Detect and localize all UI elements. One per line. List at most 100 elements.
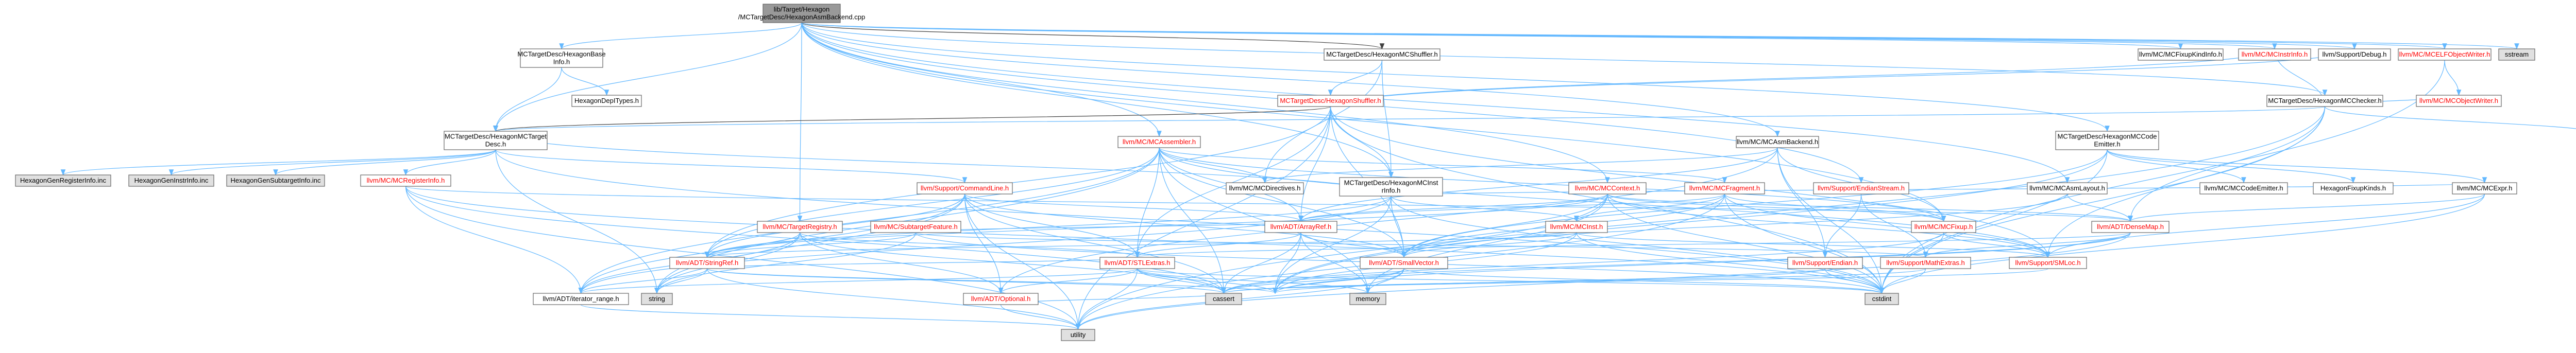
edge-hexagon-asm-backend-to-hexagon-mcshuffler	[801, 22, 1384, 50]
edge-hexagon-asm-backend-to-mcinstr-info	[801, 22, 2277, 50]
node-iterator-range[interactable]: llvm/ADT/iterator_range.h	[533, 293, 629, 305]
node-label: llvm/MC/MCELFObjectWriter.h	[2399, 50, 2490, 58]
edge-dense-map-to-cassert	[1221, 232, 2131, 294]
node-elfobject-writer[interactable]: llvm/MC/MCELFObjectWriter.h	[2398, 48, 2492, 61]
node-dense-map[interactable]: llvm/ADT/DenseMap.h	[2091, 221, 2170, 233]
edge-optional-to-utility	[1000, 304, 1081, 330]
node-label: llvm/ADT/Optional.h	[971, 295, 1031, 303]
edge-command-line-to-cassert	[964, 193, 1226, 294]
node-label: sstream	[2505, 50, 2529, 58]
edge-mcasm-backend-to-mcdirectives	[1262, 147, 1778, 184]
node-mcasm-backend[interactable]: llvm/MC/MCAsmBackend.h	[1736, 136, 1819, 148]
edge-stlextras-to-cstdint	[1137, 268, 1884, 294]
node-array-ref[interactable]: llvm/ADT/ArrayRef.h	[1264, 221, 1337, 233]
node-hexagon-fixup-kinds[interactable]: HexagonFixupKinds.h	[2313, 182, 2394, 195]
edge-hexagon-asm-backend-to-mcfixup	[801, 22, 1946, 222]
node-hexagon-shuffler[interactable]: MCTargetDesc/HexagonShuffler.h	[1277, 95, 1384, 107]
edge-string-ref-to-string	[654, 268, 708, 294]
edge-mcassembler-to-mcdirectives	[1159, 147, 1267, 184]
edge-dense-map-to-utility	[1075, 232, 2131, 330]
node-box	[757, 221, 843, 233]
node-hexagon-mcchecker[interactable]: MCTargetDesc/HexagonMCChecker.h	[2266, 95, 2383, 107]
node-mcexpr[interactable]: llvm/MC/MCExpr.h	[2452, 182, 2517, 195]
edge-hexagon-asm-backend-to-hexagon-base-info	[559, 22, 802, 50]
node-label: llvm/ADT/SmallVector.h	[1369, 259, 1439, 267]
node-hexagon-dep-itypes[interactable]: HexagonDepITypes.h	[571, 95, 642, 107]
node-label: llvm/ADT/ArrayRef.h	[1270, 223, 1331, 231]
edge-mcassembler-to-memory	[1159, 147, 1370, 294]
node-box	[444, 131, 548, 150]
node-optional[interactable]: llvm/ADT/Optional.h	[963, 293, 1039, 305]
node-math-extras[interactable]: llvm/Support/MathExtras.h	[1880, 257, 1971, 269]
node-mcobject-writer[interactable]: llvm/MC/MCObjectWriter.h	[2416, 95, 2502, 107]
node-mcinstr-info[interactable]: llvm/MC/MCInstrInfo.h	[2238, 48, 2311, 61]
node-box	[1061, 329, 1095, 341]
edge-mctarget-registry-to-stlextras	[799, 232, 1140, 258]
edge-command-line-to-stlextras	[964, 193, 1140, 258]
edge-mcasm-backend-to-array-ref	[1298, 147, 1778, 222]
node-mcregister-info[interactable]: llvm/MC/MCRegisterInfo.h	[360, 174, 451, 187]
node-label: llvm/MC/MCAsmLayout.h	[2029, 184, 2105, 192]
node-label: llvm/Support/Debug.h	[2322, 50, 2386, 58]
node-mcdirectives[interactable]: llvm/MC/MCDirectives.h	[1226, 182, 1304, 195]
node-command-line[interactable]: llvm/Support/CommandLine.h	[917, 182, 1013, 195]
edge-dense-map-to-math-extras	[1923, 232, 2131, 258]
node-stlextras[interactable]: llvm/ADT/STLExtras.h	[1099, 257, 1175, 269]
node-mcfixup[interactable]: llvm/MC/MCFixup.h	[1911, 221, 1976, 233]
edge-hexagon-asm-backend-to-mccontext	[801, 22, 1610, 184]
node-mccode-emitter[interactable]: llvm/MC/MCCodeEmitter.h	[2199, 182, 2288, 195]
edge-hexagon-mctarget-desc-to-hexagon-gen-instr-info	[168, 149, 496, 176]
edge-mcassembler-to-string	[654, 147, 1160, 294]
edge-mcexpr-to-dense-map	[2128, 193, 2485, 222]
node-mcinst[interactable]: llvm/MC/MCInst.h	[1545, 221, 1608, 233]
node-label: llvm/Support/EndianStream.h	[1818, 184, 1905, 192]
node-mcassembler[interactable]: llvm/MC/MCAssembler.h	[1117, 136, 1201, 148]
node-debug[interactable]: llvm/Support/Debug.h	[2318, 48, 2391, 61]
node-memory: memory	[1349, 293, 1386, 305]
node-layer: lib/Target/Hexagon/MCTargetDesc/HexagonA…	[15, 4, 2535, 341]
edge-hexagon-asm-backend-to-hexagon-mctarget-desc	[493, 22, 802, 132]
node-string-ref[interactable]: llvm/ADT/StringRef.h	[669, 257, 745, 269]
node-box	[1360, 257, 1448, 269]
node-mccontext[interactable]: llvm/MC/MCContext.h	[1568, 182, 1647, 195]
node-label: Info.h	[553, 58, 570, 66]
node-label: llvm/ADT/iterator_range.h	[543, 295, 619, 303]
node-label: llvm/MC/SubtargetFeature.h	[874, 223, 958, 231]
edge-mcexpr-to-cstdint	[1879, 193, 2485, 294]
node-endian-stream[interactable]: llvm/Support/EndianStream.h	[1813, 182, 1909, 195]
node-label: HexagonGenRegisterInfo.inc	[20, 177, 106, 184]
node-hexagon-mcshuffler[interactable]: MCTargetDesc/HexagonMCShuffler.h	[1324, 48, 1440, 61]
node-box	[1880, 257, 1971, 269]
edge-mcfragment-to-cstdint	[1724, 193, 1885, 294]
node-mctarget-registry[interactable]: llvm/MC/TargetRegistry.h	[757, 221, 843, 233]
edge-mccontext-to-dense-map	[1607, 193, 2133, 222]
edge-mccontext-to-mcfixup	[1607, 193, 1946, 222]
node-label: llvm/MC/MCInst.h	[1550, 223, 1603, 231]
node-box	[2199, 182, 2288, 195]
node-hexagon-asm-backend[interactable]: lib/Target/Hexagon/MCTargetDesc/HexagonA…	[738, 4, 865, 23]
edge-mcfixup-to-smloc	[1943, 232, 2050, 258]
node-mcasm-layout[interactable]: llvm/MC/MCAsmLayout.h	[2027, 182, 2108, 195]
node-endian[interactable]: llvm/Support/Endian.h	[1787, 257, 1863, 269]
node-box	[1264, 221, 1337, 233]
node-small-vector[interactable]: llvm/ADT/SmallVector.h	[1360, 257, 1448, 269]
node-mcfragment[interactable]: llvm/MC/MCFragment.h	[1684, 182, 1765, 195]
node-mcfixup-kind-info[interactable]: llvm/MC/MCFixupKindInfo.h	[2138, 48, 2224, 61]
node-label: llvm/MC/MCContext.h	[1575, 184, 1640, 192]
node-smloc[interactable]: llvm/Support/SMLoc.h	[2009, 257, 2087, 269]
edge-mcassembler-to-mcfixup	[1159, 147, 1946, 222]
edge-hexagon-shuffler-to-stlextras	[1134, 106, 1331, 258]
node-box	[641, 293, 673, 305]
edge-hexagon-mctarget-desc-to-string	[495, 149, 659, 294]
edge-mcregister-info-to-iterator-range	[405, 186, 584, 294]
node-label: llvm/Support/Endian.h	[1792, 259, 1858, 267]
node-box	[226, 174, 325, 187]
edge-hexagon-mctarget-desc-to-command-line	[495, 149, 967, 184]
node-label: llvm/Support/SMLoc.h	[2015, 259, 2080, 267]
node-box	[2266, 95, 2383, 107]
node-subtarget-feature[interactable]: llvm/MC/SubtargetFeature.h	[870, 221, 961, 233]
